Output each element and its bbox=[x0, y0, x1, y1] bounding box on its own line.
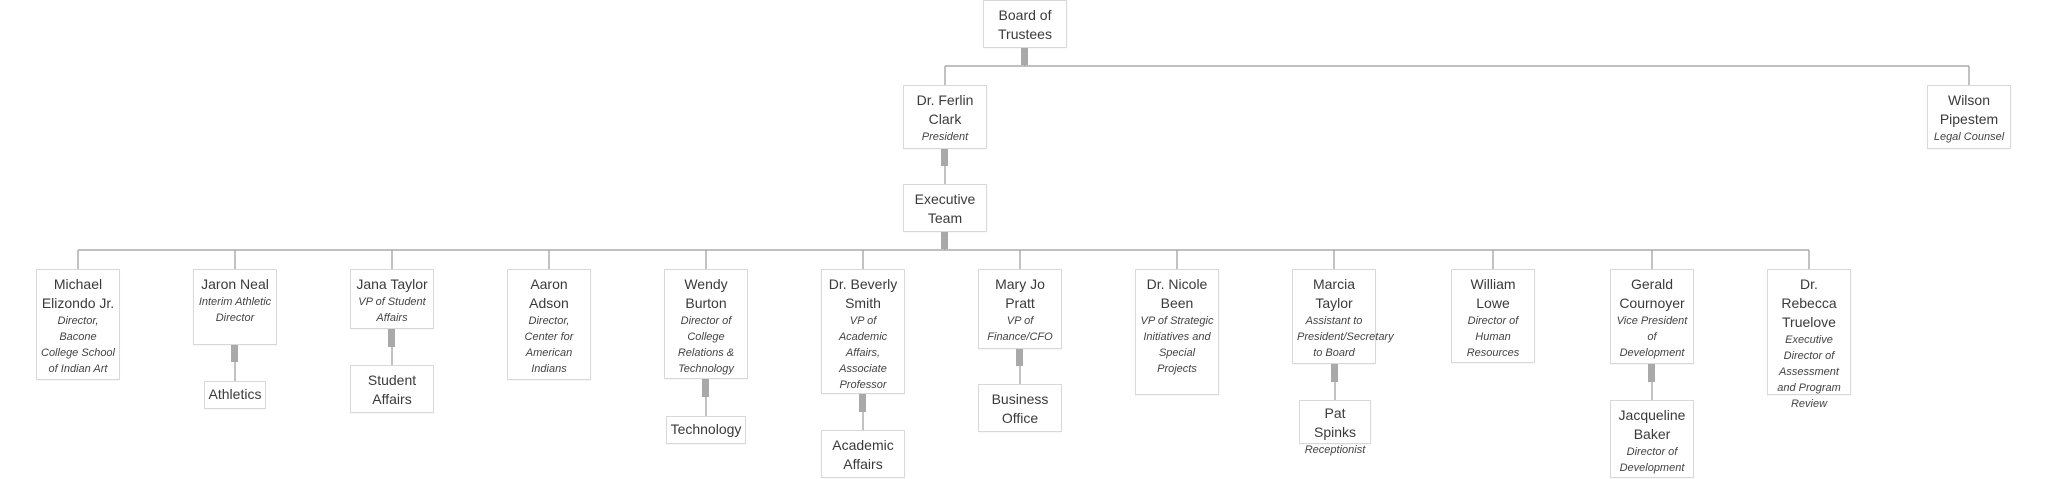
node-role: VP of Finance/CFO bbox=[987, 315, 1053, 343]
node-name: Wilson Pipestem bbox=[1939, 92, 1999, 127]
node-name: Pat Spinks bbox=[1313, 405, 1357, 440]
node-name: Student Affairs bbox=[367, 372, 417, 407]
node-william-lowe[interactable]: William Lowe Director of Human Resources bbox=[1451, 269, 1535, 363]
node-name: Jana Taylor bbox=[356, 276, 428, 292]
node-role: Legal Counsel bbox=[1933, 131, 2005, 143]
node-name: Michael Elizondo Jr. bbox=[41, 276, 115, 311]
node-name: Marcia Taylor bbox=[1312, 276, 1355, 311]
node-wilson-pipestem[interactable]: Wilson Pipestem Legal Counsel bbox=[1927, 85, 2011, 149]
node-name: Business Office bbox=[991, 391, 1049, 426]
node-executive-team[interactable]: Executive Team bbox=[903, 184, 987, 232]
node-role: Director, Bacone College School of India… bbox=[41, 315, 115, 375]
collapse-handle[interactable] bbox=[1021, 48, 1028, 65]
collapse-handle[interactable] bbox=[1331, 364, 1338, 382]
node-student-affairs[interactable]: Student Affairs bbox=[350, 365, 434, 413]
node-name: Technology bbox=[670, 421, 742, 437]
node-aaron-adson[interactable]: Aaron Adson Director, Center for America… bbox=[507, 269, 591, 380]
node-academic-affairs[interactable]: Academic Affairs bbox=[821, 430, 905, 478]
node-role: Assistant to President/Secretary to Boar… bbox=[1297, 315, 1394, 359]
node-name: Academic Affairs bbox=[832, 437, 894, 472]
node-jana-taylor[interactable]: Jana Taylor VP of Student Affairs bbox=[350, 269, 434, 329]
node-ferlin-clark[interactable]: Dr. Ferlin Clark President bbox=[903, 85, 987, 149]
node-name: Gerald Cournoyer bbox=[1619, 276, 1685, 311]
node-name: Wendy Burton bbox=[684, 276, 728, 311]
node-name: Executive Team bbox=[914, 191, 976, 226]
node-role: Director of College Relations & Technolo… bbox=[677, 315, 735, 375]
node-jaron-neal[interactable]: Jaron Neal Interim Athletic Director bbox=[193, 269, 277, 345]
collapse-handle[interactable] bbox=[231, 345, 238, 362]
node-beverly-smith[interactable]: Dr. Beverly Smith VP of Academic Affairs… bbox=[821, 269, 905, 394]
node-gerald-cournoyer[interactable]: Gerald Cournoyer Vice President of Devel… bbox=[1610, 269, 1694, 364]
collapse-handle[interactable] bbox=[941, 232, 948, 249]
node-role: Receptionist bbox=[1304, 444, 1366, 456]
node-michael-elizondo[interactable]: Michael Elizondo Jr. Director, Bacone Co… bbox=[36, 269, 120, 380]
collapse-handle[interactable] bbox=[1648, 364, 1655, 382]
node-name: Jacqueline Baker bbox=[1618, 407, 1686, 442]
node-marcia-taylor[interactable]: Marcia Taylor Assistant to President/Sec… bbox=[1292, 269, 1394, 364]
node-name: Dr. Rebecca Truelove bbox=[1781, 276, 1837, 330]
node-technology[interactable]: Technology bbox=[666, 416, 746, 444]
node-jacqueline-baker[interactable]: Jacqueline Baker Director of Development bbox=[1610, 400, 1694, 478]
node-role: Director of Human Resources bbox=[1466, 315, 1520, 359]
collapse-handle[interactable] bbox=[388, 329, 395, 347]
node-role: Interim Athletic Director bbox=[198, 296, 272, 324]
node-name: Dr. Nicole Been bbox=[1146, 276, 1208, 311]
node-name: Athletics bbox=[208, 386, 262, 402]
node-board-of-trustees[interactable]: Board of Trustees bbox=[983, 0, 1067, 48]
node-rebecca-truelove[interactable]: Dr. Rebecca Truelove Executive Director … bbox=[1767, 269, 1851, 410]
node-name: Aaron Adson bbox=[529, 276, 569, 311]
node-mary-jo-pratt[interactable]: Mary Jo Pratt VP of Finance/CFO bbox=[978, 269, 1062, 349]
node-role: VP of Academic Affairs, Associate Profes… bbox=[838, 315, 888, 391]
node-role: Director of Development bbox=[1619, 446, 1685, 474]
node-role: Executive Director of Assessment and Pro… bbox=[1777, 334, 1841, 410]
node-name: Mary Jo Pratt bbox=[995, 276, 1045, 311]
node-pat-spinks[interactable]: Pat Spinks Receptionist bbox=[1299, 400, 1371, 456]
node-athletics[interactable]: Athletics bbox=[204, 381, 266, 409]
collapse-handle[interactable] bbox=[1016, 349, 1023, 366]
collapse-handle[interactable] bbox=[702, 379, 709, 397]
node-role: VP of Strategic Initiatives and Special … bbox=[1140, 315, 1214, 375]
node-name: Dr. Ferlin Clark bbox=[916, 92, 974, 127]
node-role: President bbox=[921, 131, 969, 143]
node-name: Dr. Beverly Smith bbox=[828, 276, 898, 311]
node-name: Board of Trustees bbox=[998, 7, 1052, 42]
node-name: William Lowe bbox=[1470, 276, 1516, 311]
node-role: Vice President of Development bbox=[1616, 315, 1688, 359]
node-wendy-burton[interactable]: Wendy Burton Director of College Relatio… bbox=[664, 269, 748, 379]
node-role: VP of Student Affairs bbox=[358, 296, 426, 324]
node-business-office[interactable]: Business Office bbox=[978, 384, 1062, 432]
collapse-handle[interactable] bbox=[859, 394, 866, 412]
node-name: Jaron Neal bbox=[201, 276, 269, 292]
node-nicole-been[interactable]: Dr. Nicole Been VP of Strategic Initiati… bbox=[1135, 269, 1219, 395]
node-role: Director, Center for American Indians bbox=[524, 315, 574, 375]
collapse-handle[interactable] bbox=[941, 149, 948, 166]
